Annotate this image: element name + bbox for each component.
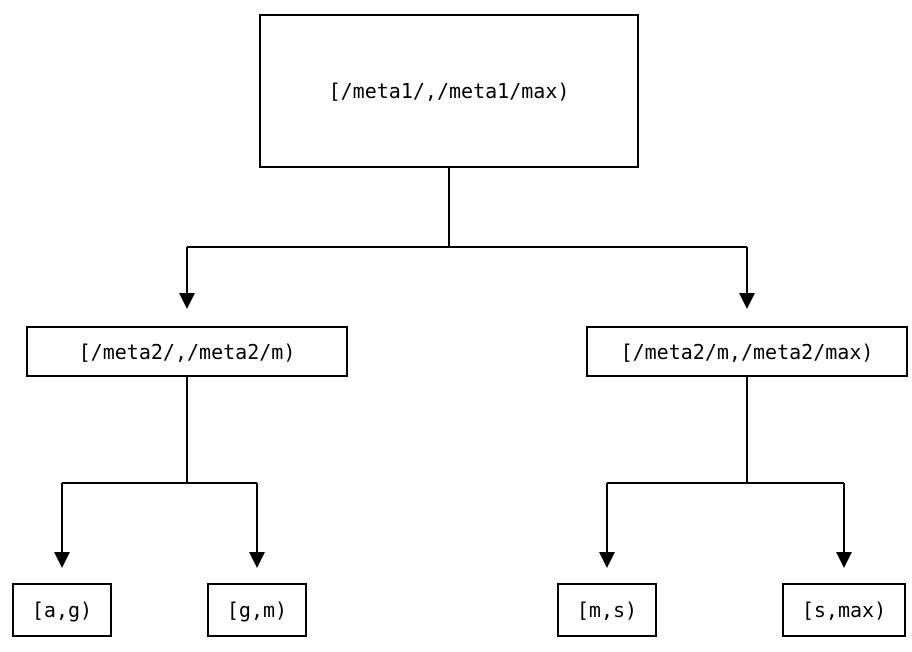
node-mid-left-label: [/meta2/,/meta2/m) <box>78 339 296 364</box>
node-mid-right: [/meta2/m,/meta2/max) <box>586 326 908 377</box>
node-root-label: [/meta1/,/meta1/max) <box>328 79 570 103</box>
arrowhead-down-icon <box>179 293 195 309</box>
node-leaf-smax: [s,max) <box>782 583 906 637</box>
node-leaf-gm: [g,m) <box>207 583 307 637</box>
node-mid-right-label: [/meta2/m,/meta2/max) <box>620 339 874 364</box>
arrowhead-down-icon <box>54 552 70 568</box>
edge-root-to-children <box>186 168 748 293</box>
node-leaf-ms: [m,s) <box>557 583 657 637</box>
node-leaf-gm-label: [g,m) <box>226 598 288 622</box>
edge-mid-left-to-children <box>61 377 258 552</box>
arrowhead-down-icon <box>599 552 615 568</box>
arrowhead-down-icon <box>249 552 265 568</box>
node-leaf-ag: [a,g) <box>12 583 112 637</box>
node-leaf-ms-label: [m,s) <box>576 598 638 622</box>
arrowhead-down-icon <box>836 552 852 568</box>
node-mid-left: [/meta2/,/meta2/m) <box>26 326 348 377</box>
arrowhead-down-icon <box>739 293 755 309</box>
node-leaf-smax-label: [s,max) <box>801 598 887 622</box>
node-leaf-ag-label: [a,g) <box>31 598 93 622</box>
edge-mid-right-to-children <box>606 377 845 552</box>
node-root: [/meta1/,/meta1/max) <box>259 14 639 168</box>
